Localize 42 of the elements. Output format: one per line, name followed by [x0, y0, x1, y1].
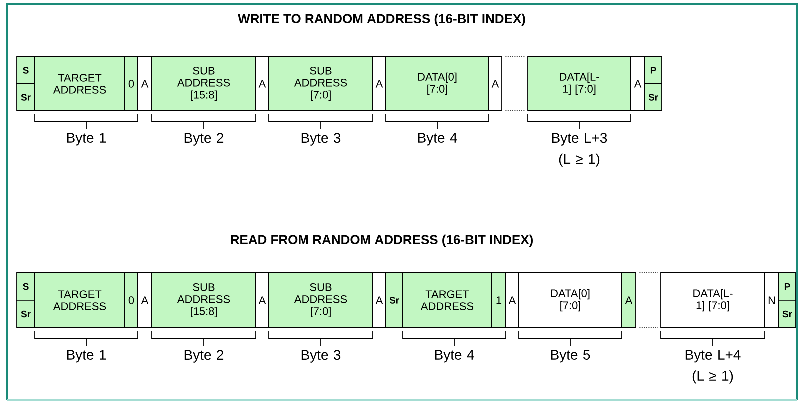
byte-label: Byte 1 — [67, 133, 106, 146]
heading: READ FROM RANDOM ADDRESS (16-BIT INDEX) — [231, 234, 533, 248]
bit-box: A — [372, 272, 386, 328]
byte-label: Byte 2 — [184, 350, 224, 363]
byte-label: Byte L+3 (L ≥ 1) — [552, 133, 608, 167]
field-box: SUB ADDRESS [7:0] — [268, 56, 374, 112]
bit-box: 1 — [492, 272, 506, 328]
field-box: SUB ADDRESS [15:8] — [152, 272, 256, 328]
condition-box: Sr — [778, 300, 796, 328]
condition-box: S — [16, 56, 36, 84]
bit-box: A — [372, 56, 386, 112]
bit-box: A — [138, 56, 152, 112]
condition-box: Sr — [644, 84, 662, 112]
bit-box: A — [256, 272, 270, 328]
byte-label: Byte 4 — [418, 133, 458, 146]
bit-box: A — [488, 56, 502, 112]
byte-label: Byte 2 — [184, 133, 224, 146]
byte-label: Byte 5 — [551, 350, 590, 363]
bit-box: A — [506, 272, 520, 328]
heading: WRITE TO RANDOM ADDRESS (16-BIT INDEX) — [238, 14, 526, 26]
condition-box: S — [16, 272, 36, 301]
byte-label: Byte L+4 (L ≥ 1) — [686, 350, 741, 384]
bit-box: N — [764, 272, 780, 328]
field-box: DATA[L-1] [7:0] — [528, 56, 632, 112]
bit-box: A — [630, 56, 646, 112]
byte-label: Byte 3 — [302, 350, 341, 363]
bit-box: A — [256, 56, 270, 112]
bit-box: 0 — [124, 56, 138, 112]
bit-box: A — [622, 272, 636, 328]
condition-box: P — [644, 56, 662, 84]
bit-box: A — [138, 272, 152, 328]
condition-box: P — [778, 272, 796, 301]
field-box: SUB ADDRESS [15:8] — [152, 56, 256, 112]
field-box: SUB ADDRESS [7:0] — [268, 272, 374, 328]
condition-box: Sr — [386, 272, 404, 328]
condition-box: Sr — [16, 300, 36, 328]
condition-box: Sr — [16, 84, 36, 112]
bit-box: 0 — [124, 272, 138, 328]
byte-label: Byte 4 — [435, 350, 474, 363]
byte-label: Byte 3 — [302, 133, 341, 146]
byte-label: Byte 1 — [67, 350, 106, 363]
field-box: DATA[0] [7:0] — [386, 56, 490, 112]
